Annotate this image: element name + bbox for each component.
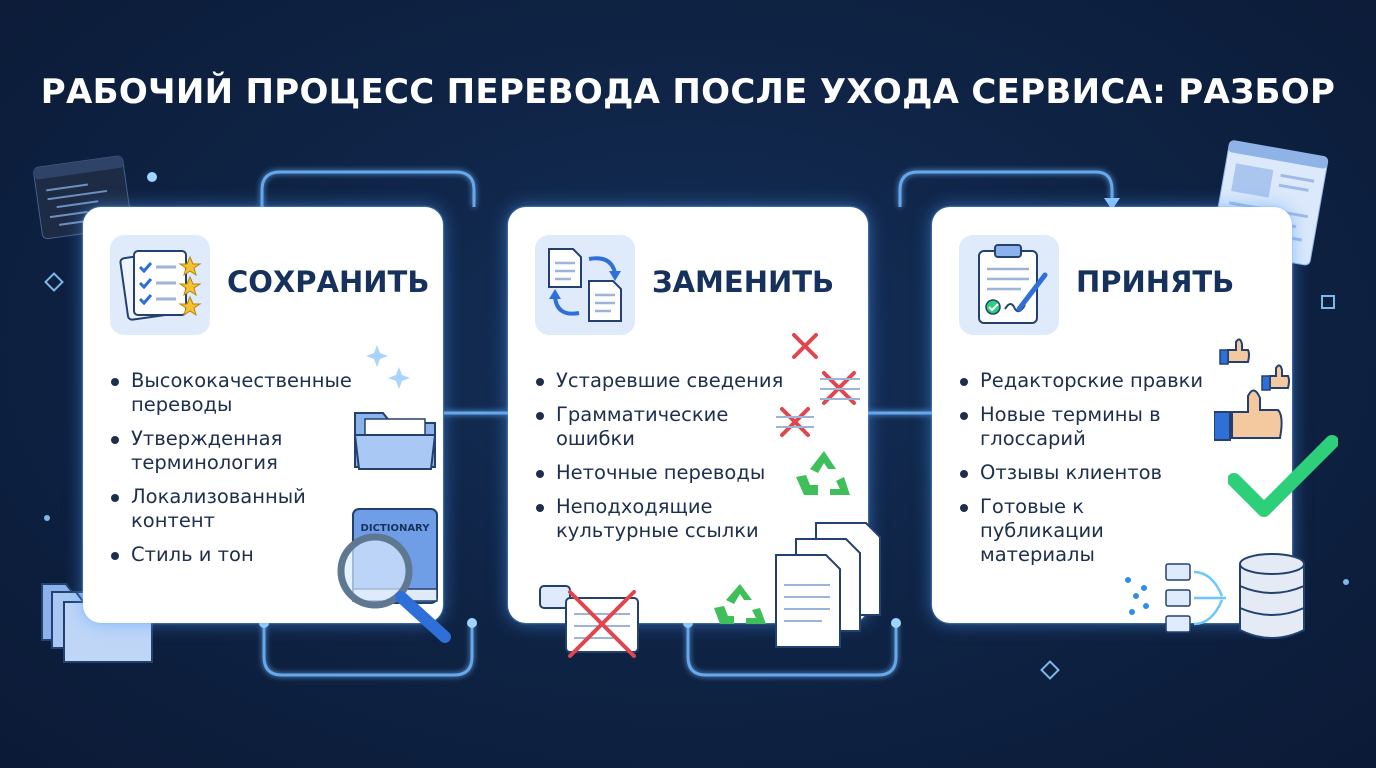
card-title-replace: ЗАМЕНИТЬ: [652, 265, 835, 299]
list-item: Неточные переводы: [534, 461, 784, 485]
list-item: Утвержденная терминология: [109, 427, 359, 475]
save-bullet-list: Высококачественные переводы Утвержденная…: [109, 369, 359, 577]
replace-bullet-list: Устаревшие сведения Грамматические ошибк…: [534, 369, 784, 553]
crossed-message-icon: [539, 585, 639, 658]
list-item: Готовые к публикации материалы: [958, 495, 1208, 567]
recycle-icon: [796, 451, 850, 495]
list-item: Стиль и тон: [109, 543, 359, 567]
checkmark-icon: [1228, 435, 1338, 517]
list-item: Отзывы клиентов: [958, 461, 1208, 485]
approved-clipboard-icon: [959, 235, 1059, 335]
folder-icon: [353, 412, 437, 470]
list-item: Локализованный контент: [109, 485, 359, 533]
magnifier-icon: [337, 533, 451, 643]
card-title-accept: ПРИНЯТЬ: [1076, 265, 1235, 299]
card-save: СОХРАНИТЬ Высококачественные переводы Ут…: [83, 207, 451, 643]
list-item: Новые термины в глоссарий: [958, 403, 1208, 451]
document-swap-icon: [535, 235, 635, 335]
card-title-save: СОХРАНИТЬ: [227, 265, 430, 299]
recycle-icon: [714, 584, 766, 624]
page-title: РАБОЧИЙ ПРОЦЕСС ПЕРЕВОДА ПОСЛЕ УХОДА СЕР…: [40, 72, 1336, 112]
accept-bullet-list: Редакторские правки Новые термины в глос…: [958, 369, 1208, 577]
card-accept: ПРИНЯТЬ Редакторские правки Новые термин…: [932, 207, 1292, 623]
list-item: Устаревшие сведения: [534, 369, 784, 393]
checklist-stars-icon: [110, 235, 210, 335]
reject-x-icon: [776, 333, 860, 437]
list-item: Высококачественные переводы: [109, 369, 359, 417]
card-replace: ЗАМЕНИТЬ Устаревшие сведения Грамматичес…: [508, 207, 881, 648]
list-item: Грамматические ошибки: [534, 403, 784, 451]
database-icon: [1125, 553, 1305, 639]
dictionary-label: DICTIONARY: [361, 523, 431, 534]
thumbs-up-icon: [1214, 338, 1290, 441]
sparkle-icon: [366, 345, 410, 389]
list-item: Редакторские правки: [958, 369, 1208, 393]
document-stack-icon: [775, 522, 881, 648]
list-item: Неподходящие культурные ссылки: [534, 495, 784, 543]
